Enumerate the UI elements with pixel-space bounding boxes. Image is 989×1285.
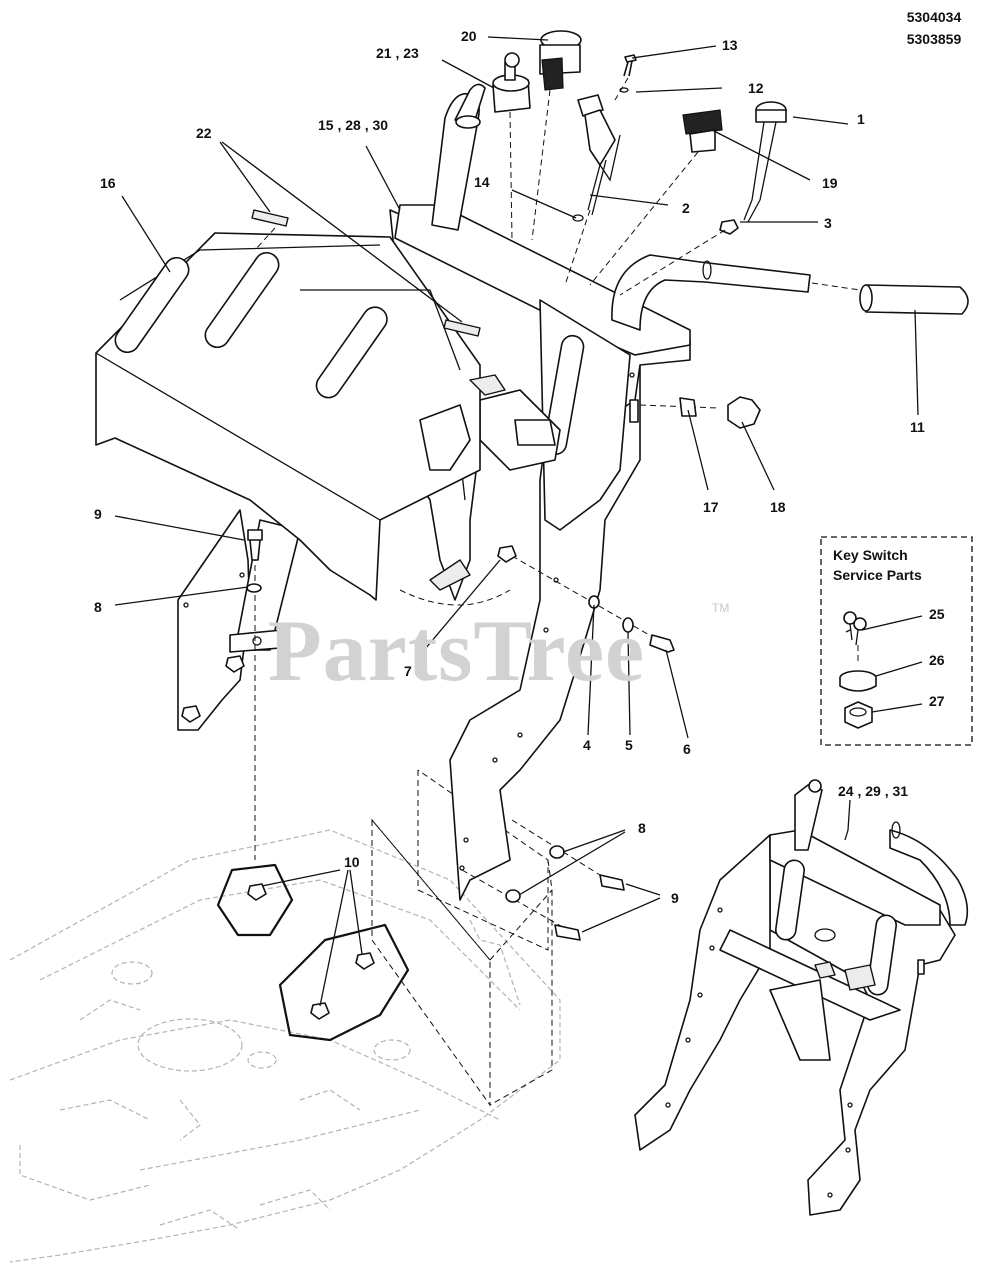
choke-cable <box>577 94 621 216</box>
inset-nut-icon <box>844 701 873 729</box>
callout-9-lower: 9 <box>671 890 679 906</box>
callout-20: 20 <box>461 28 477 44</box>
handle-bar <box>611 254 811 331</box>
callout-19: 19 <box>822 175 838 191</box>
bolt-6 <box>649 634 675 653</box>
callout-11: 11 <box>910 419 925 435</box>
key-switch <box>492 52 531 113</box>
frame-holes <box>183 372 635 871</box>
washer-12 <box>619 87 629 93</box>
bolt-9a <box>599 874 625 891</box>
nut-7 <box>497 545 517 563</box>
callout-9-upper: 9 <box>94 506 102 522</box>
callout-8-upper: 8 <box>94 599 102 615</box>
callout-7: 7 <box>404 663 412 679</box>
inset-key-cap-icon <box>839 645 877 692</box>
pto-switch <box>539 30 582 91</box>
inset-title-line-2: Service Parts <box>833 567 922 583</box>
chassis-frame <box>9 829 561 1263</box>
callout-21-23: 21 , 23 <box>376 45 419 61</box>
nut-14 <box>572 214 584 222</box>
callout-10: 10 <box>344 854 360 870</box>
callout-12: 12 <box>748 80 764 96</box>
bolt-9b <box>554 924 581 941</box>
doc-number-2: 5303859 <box>907 31 962 47</box>
frame-plate-left <box>177 509 251 731</box>
callout-24-29-31: 24 , 29 , 31 <box>838 783 908 799</box>
mount-tab <box>229 629 283 653</box>
nut-left-1 <box>225 655 245 673</box>
leader-lines <box>114 36 923 1007</box>
callout-5: 5 <box>625 737 633 753</box>
callout-shape-10a <box>216 863 294 937</box>
callout-8-lower: 8 <box>638 820 646 836</box>
knob-18 <box>727 396 761 429</box>
callout-4: 4 <box>583 737 591 753</box>
handle-grip <box>865 284 969 315</box>
bolt-9-upper <box>247 529 263 561</box>
callout-14: 14 <box>474 174 490 190</box>
washer-8a <box>549 845 565 859</box>
mounting-outline <box>371 769 553 1107</box>
callout-27: 27 <box>929 693 945 709</box>
inset-title-line-1: Key Switch <box>833 547 908 563</box>
callout-3: 3 <box>824 215 832 231</box>
screw-13 <box>623 54 637 77</box>
pin-22b <box>443 319 481 337</box>
callout-15-28-30: 15 , 28 , 30 <box>318 117 388 133</box>
watermark-tm: TM <box>712 601 729 615</box>
nut-left-2 <box>181 705 201 723</box>
callout-17: 17 <box>703 499 719 515</box>
callout-1: 1 <box>857 111 865 127</box>
callout-2: 2 <box>682 200 690 216</box>
callout-18: 18 <box>770 499 786 515</box>
rocker-switch <box>682 109 723 153</box>
washer-8-upper <box>246 583 262 593</box>
pin-22a <box>251 209 289 227</box>
throttle-knob <box>743 101 787 223</box>
clip-17 <box>679 397 697 417</box>
callout-26: 26 <box>929 652 945 668</box>
watermark: PartsTree <box>268 603 645 700</box>
callout-22: 22 <box>196 125 212 141</box>
washer-8b <box>505 889 521 903</box>
doc-number-1: 5304034 <box>907 9 962 25</box>
callout-25: 25 <box>929 606 945 622</box>
callout-shape-10b <box>278 923 410 1042</box>
callout-16: 16 <box>100 175 116 191</box>
callout-13: 13 <box>722 37 738 53</box>
callout-6: 6 <box>683 741 691 757</box>
assembled-console-view <box>634 779 969 1216</box>
inset-keys-icon <box>843 611 867 646</box>
